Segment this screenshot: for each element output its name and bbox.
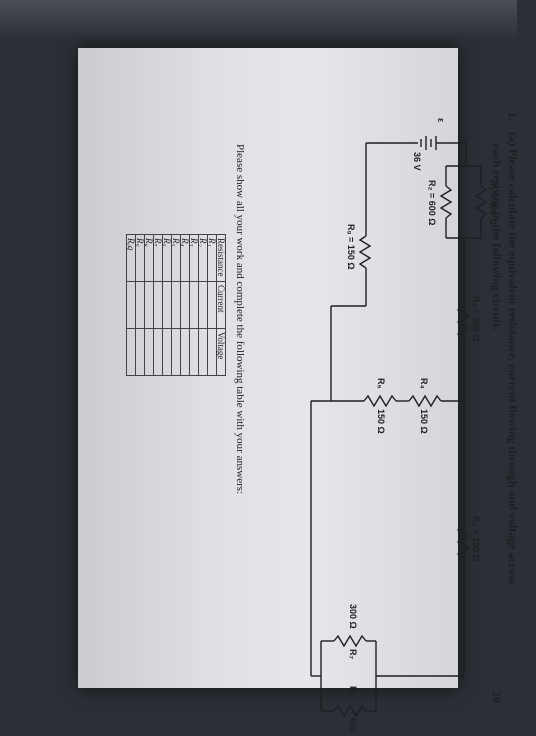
header-resistance: Resistance bbox=[216, 234, 226, 282]
r4-value-label: 150 Ω bbox=[419, 409, 429, 434]
rotated-page: 1. (a) Please calculate the equivalent r… bbox=[126, 96, 536, 736]
source-symbol: ε bbox=[436, 118, 446, 123]
voltage-cell[interactable] bbox=[126, 328, 136, 376]
voltage-cell[interactable] bbox=[171, 328, 181, 376]
r2-label: R₂ = 600 Ω bbox=[427, 180, 437, 226]
table-row: R₈ bbox=[144, 234, 154, 376]
row-label: R₄ bbox=[180, 234, 190, 282]
r7-value-label: 300 Ω bbox=[348, 604, 358, 629]
row-label: R₂ bbox=[198, 234, 208, 282]
row-label: R₉ bbox=[135, 234, 145, 282]
table-row: R₄ bbox=[180, 234, 190, 376]
voltage-cell[interactable] bbox=[180, 328, 190, 376]
table-row: Rₑq bbox=[126, 234, 136, 376]
resistor-r4 bbox=[408, 394, 442, 408]
r3-label: R₃ = 260 Ω bbox=[471, 296, 481, 342]
voltage-cell[interactable] bbox=[144, 328, 154, 376]
row-label: R₅ bbox=[171, 234, 181, 282]
current-cell[interactable] bbox=[135, 281, 145, 329]
table-row: R₉ bbox=[135, 234, 145, 376]
background-gradient bbox=[0, 0, 517, 40]
source-label: 36 V bbox=[412, 152, 422, 171]
resistor-r9 bbox=[358, 235, 372, 269]
voltage-cell[interactable] bbox=[135, 328, 145, 376]
table-header-row: Resistance Current Voltage bbox=[216, 234, 226, 376]
row-label: R₈ bbox=[144, 234, 154, 282]
current-cell[interactable] bbox=[198, 281, 208, 329]
resistor-r7 bbox=[333, 634, 367, 648]
row-label: R₃ bbox=[189, 234, 199, 282]
header-voltage: Voltage bbox=[216, 328, 226, 376]
voltage-cell[interactable] bbox=[153, 328, 163, 376]
current-cell[interactable] bbox=[171, 281, 181, 329]
r5-name-label: R₅ bbox=[376, 378, 386, 389]
row-label: Rₑq bbox=[126, 234, 136, 282]
answer-table: Resistance Current Voltage R₁ R₂ R₃ R₄ R… bbox=[126, 234, 226, 376]
current-cell[interactable] bbox=[189, 281, 199, 329]
table-instructions: Please show all your work and complete t… bbox=[234, 144, 246, 495]
current-cell[interactable] bbox=[180, 281, 190, 329]
resistor-r8 bbox=[333, 704, 367, 718]
table-row: R₃ bbox=[189, 234, 199, 376]
resistor-r1 bbox=[474, 185, 488, 219]
row-label: R₆ bbox=[162, 234, 172, 282]
r8-name-label: R₈ bbox=[348, 686, 358, 697]
table-row: R₅ bbox=[171, 234, 181, 376]
current-cell[interactable] bbox=[153, 281, 163, 329]
resistor-r6 bbox=[456, 525, 470, 559]
circuit-diagram: ε 36 V R₁ = 400 Ω R₂ = 600 Ω R₃ = 260 Ω … bbox=[310, 118, 498, 736]
r9-label: R₉ = 150 Ω bbox=[346, 224, 356, 270]
table-row: R₆ bbox=[162, 234, 172, 376]
r1-label: R₁ = 400 Ω bbox=[488, 180, 498, 225]
voltage-cell[interactable] bbox=[198, 328, 208, 376]
current-cell[interactable] bbox=[126, 281, 136, 329]
resistor-r3 bbox=[456, 305, 470, 339]
r5-value-label: 150 Ω bbox=[376, 409, 386, 434]
resistor-r2 bbox=[439, 185, 453, 219]
row-label: R₇ bbox=[153, 234, 163, 282]
table-row: R₇ bbox=[153, 234, 163, 376]
voltage-cell[interactable] bbox=[162, 328, 172, 376]
resistor-r5 bbox=[363, 394, 397, 408]
paper-sheet: 1. (a) Please calculate the equivalent r… bbox=[78, 48, 520, 736]
r8-value-label: 600 Ω bbox=[348, 718, 358, 736]
current-cell[interactable] bbox=[162, 281, 172, 329]
r4-name-label: R₄ bbox=[419, 378, 429, 389]
r6-label: R₆ = 100 Ω bbox=[471, 516, 481, 562]
header-current: Current bbox=[216, 281, 226, 329]
table-row: R₂ bbox=[198, 234, 208, 376]
r7-name-label: R₇ bbox=[348, 649, 358, 659]
voltage-cell[interactable] bbox=[189, 328, 199, 376]
current-cell[interactable] bbox=[144, 281, 154, 329]
